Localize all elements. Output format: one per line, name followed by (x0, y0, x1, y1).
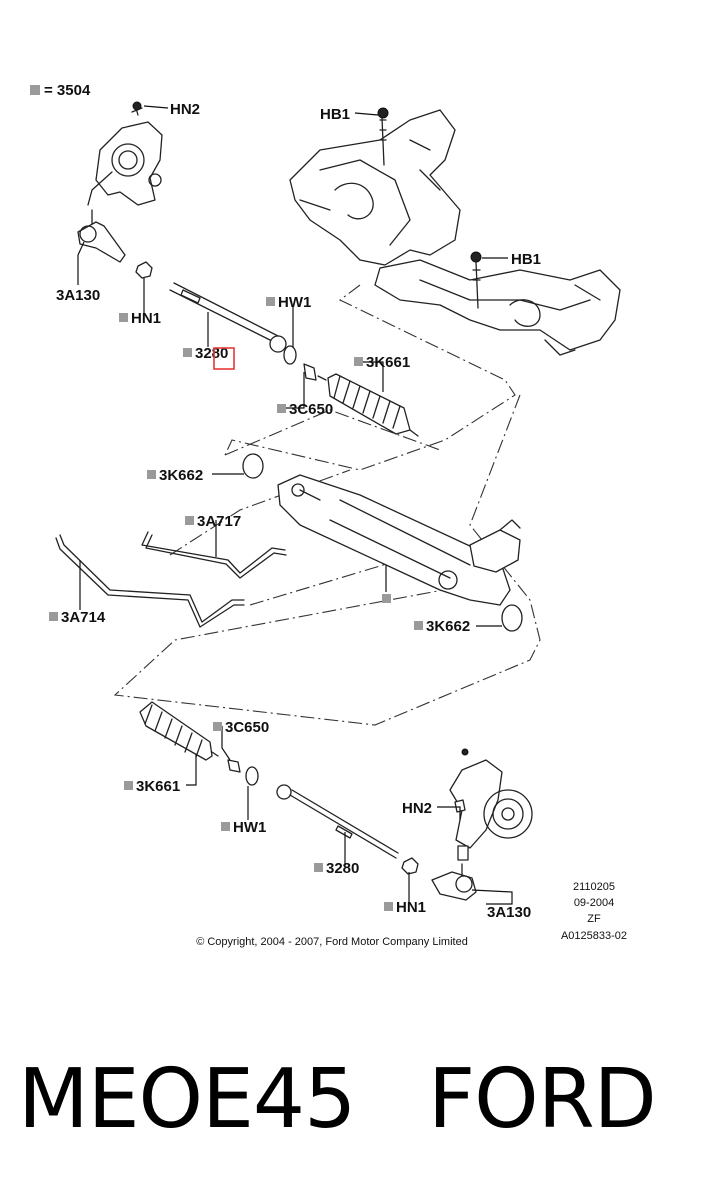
legend-text: = 3504 (44, 82, 91, 99)
clamp-3c650-top (303, 363, 327, 381)
label-3c650-top: 3C650 (289, 401, 333, 418)
label-hb1-top: HB1 (320, 106, 350, 123)
label-3c650-bottom: 3C650 (225, 719, 269, 736)
square-icon (119, 313, 128, 322)
reference-block: 2110205 09-2004 ZF A0125833-02 (561, 881, 627, 942)
caption: MEOE45 FORD (0, 1050, 708, 1160)
legend: = 3504 (30, 82, 91, 99)
inner-tie-rod-bottom (276, 784, 399, 859)
label-3280-bottom: 3280 (326, 860, 359, 877)
label-3k662-top: 3K662 (159, 467, 203, 484)
square-icon (382, 594, 391, 603)
leader-lines (77, 105, 513, 905)
square-icon (414, 621, 423, 630)
square-icon (354, 357, 363, 366)
square-icon (49, 612, 58, 621)
brand-caption: FORD (428, 1052, 657, 1147)
tie-rod-end-bottom (431, 863, 477, 901)
square-icon (314, 863, 323, 872)
ref-line-3: ZF (587, 913, 601, 925)
washer-hw1-bottom (245, 766, 259, 786)
ref-line-2: 09-2004 (574, 897, 614, 909)
label-3a130-top: 3A130 (56, 287, 100, 304)
label-hn1-bottom: HN1 (396, 899, 426, 916)
part-number-caption: MEOE45 (18, 1052, 356, 1147)
label-3a717: 3A717 (197, 513, 241, 530)
label-hb1-mid: HB1 (511, 251, 541, 268)
ref-line-4: A0125833-02 (561, 930, 627, 942)
label-3k661-top: 3K661 (366, 354, 410, 371)
knuckle-hub-bottom (449, 748, 533, 861)
label-hw1-top: HW1 (278, 294, 311, 311)
label-hw1-bottom: HW1 (233, 819, 266, 836)
bolt-hb1-top (377, 107, 389, 166)
square-icon (384, 902, 393, 911)
knuckle-hub-top (87, 101, 163, 206)
ring-3k662-right (501, 604, 523, 632)
ring-3k662-top (242, 453, 264, 479)
square-icon (221, 822, 230, 831)
clamp-3c650-bottom (227, 759, 241, 773)
square-icon (124, 781, 133, 790)
square-icon (30, 85, 40, 95)
label-3k661-bottom: 3K661 (136, 778, 180, 795)
subframe (289, 109, 621, 356)
label-3280-top: 3280 (195, 345, 228, 362)
bellows-boot-top (327, 373, 419, 437)
square-icon (266, 297, 275, 306)
bolt-hb1-mid (470, 251, 482, 309)
label-3a714: 3A714 (61, 609, 106, 626)
ref-line-1: 2110205 (573, 881, 615, 893)
label-3a130-bottom: 3A130 (487, 904, 531, 921)
label-hn2-top: HN2 (170, 101, 200, 118)
steering-rack (277, 474, 521, 606)
square-icon (213, 722, 222, 731)
square-icon (147, 470, 156, 479)
tie-rod-end-top (77, 209, 126, 263)
inner-tie-rod-top (169, 282, 287, 353)
part-labels: HN2 HB1 HB1 3A130 HN1 HW1 3280 3K661 3C6… (49, 101, 541, 921)
washer-hw1-top (283, 345, 297, 365)
label-hn1-top: HN1 (131, 310, 161, 327)
nut-hn1-bottom (401, 857, 419, 875)
square-icon (185, 516, 194, 525)
steering-gear-exploded-diagram: = 3504 (30, 82, 627, 948)
nut-hn1-top (135, 261, 153, 279)
copyright-notice: © Copyright, 2004 - 2007, Ford Motor Com… (196, 936, 468, 948)
label-3k662-right: 3K662 (426, 618, 470, 635)
pipe-3a717 (141, 531, 287, 579)
label-hn2-bottom: HN2 (402, 800, 432, 817)
pipe-3a714 (55, 534, 245, 628)
bellows-boot-bottom (139, 701, 219, 761)
square-icon (183, 348, 192, 357)
square-icon (277, 404, 286, 413)
highlight-box (213, 347, 235, 370)
